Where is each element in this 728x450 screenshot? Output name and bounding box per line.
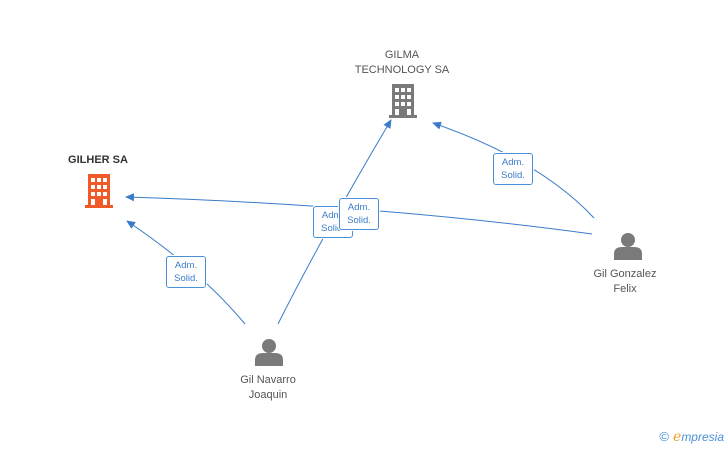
role-line2: Solid. xyxy=(321,223,345,234)
role-line2: Solid. xyxy=(501,170,525,181)
edge-role-badge[interactable]: Adm. Solid. xyxy=(166,256,206,288)
edge-role-badge[interactable]: Adm. Solid. xyxy=(339,198,379,230)
person-icon[interactable] xyxy=(614,233,642,260)
person-icon[interactable] xyxy=(255,339,283,366)
node-label-gilher[interactable]: GILHER SA xyxy=(68,154,128,166)
role-line2: Solid. xyxy=(174,273,198,284)
role-line1: Adm. xyxy=(174,260,198,271)
node-label-gil-gonzalez[interactable]: Gil Gonzalez Felix xyxy=(575,267,675,297)
gil-navarro-label-line1: Gil Navarro xyxy=(240,374,296,386)
gilma-label-line1: GILMA xyxy=(384,49,420,61)
gil-gonzalez-label-line2: Felix xyxy=(613,283,637,295)
role-line2: Solid. xyxy=(347,215,371,226)
gilma-label-line2: TECHNOLOGY SA xyxy=(354,64,450,76)
building-icon[interactable] xyxy=(389,84,417,118)
brand-initial: e xyxy=(673,429,682,445)
edge-role-badge[interactable]: Adm. Solid. xyxy=(493,153,533,185)
role-line1: Adm. xyxy=(347,202,371,213)
empresia-watermark: ©empresia xyxy=(659,429,724,445)
gil-gonzalez-label-line1: Gil Gonzalez xyxy=(593,268,657,280)
gil-navarro-label-line2: Joaquin xyxy=(248,389,288,401)
brand-name: mpresia xyxy=(681,430,724,444)
role-line1: Adm. xyxy=(501,157,525,168)
copyright-symbol: © xyxy=(659,429,670,444)
node-label-gilma[interactable]: GILMA TECHNOLOGY SA xyxy=(342,48,462,78)
node-label-gil-navarro[interactable]: Gil Navarro Joaquin xyxy=(218,373,318,403)
building-icon[interactable] xyxy=(85,174,113,208)
role-line1: Adm. xyxy=(321,210,345,221)
